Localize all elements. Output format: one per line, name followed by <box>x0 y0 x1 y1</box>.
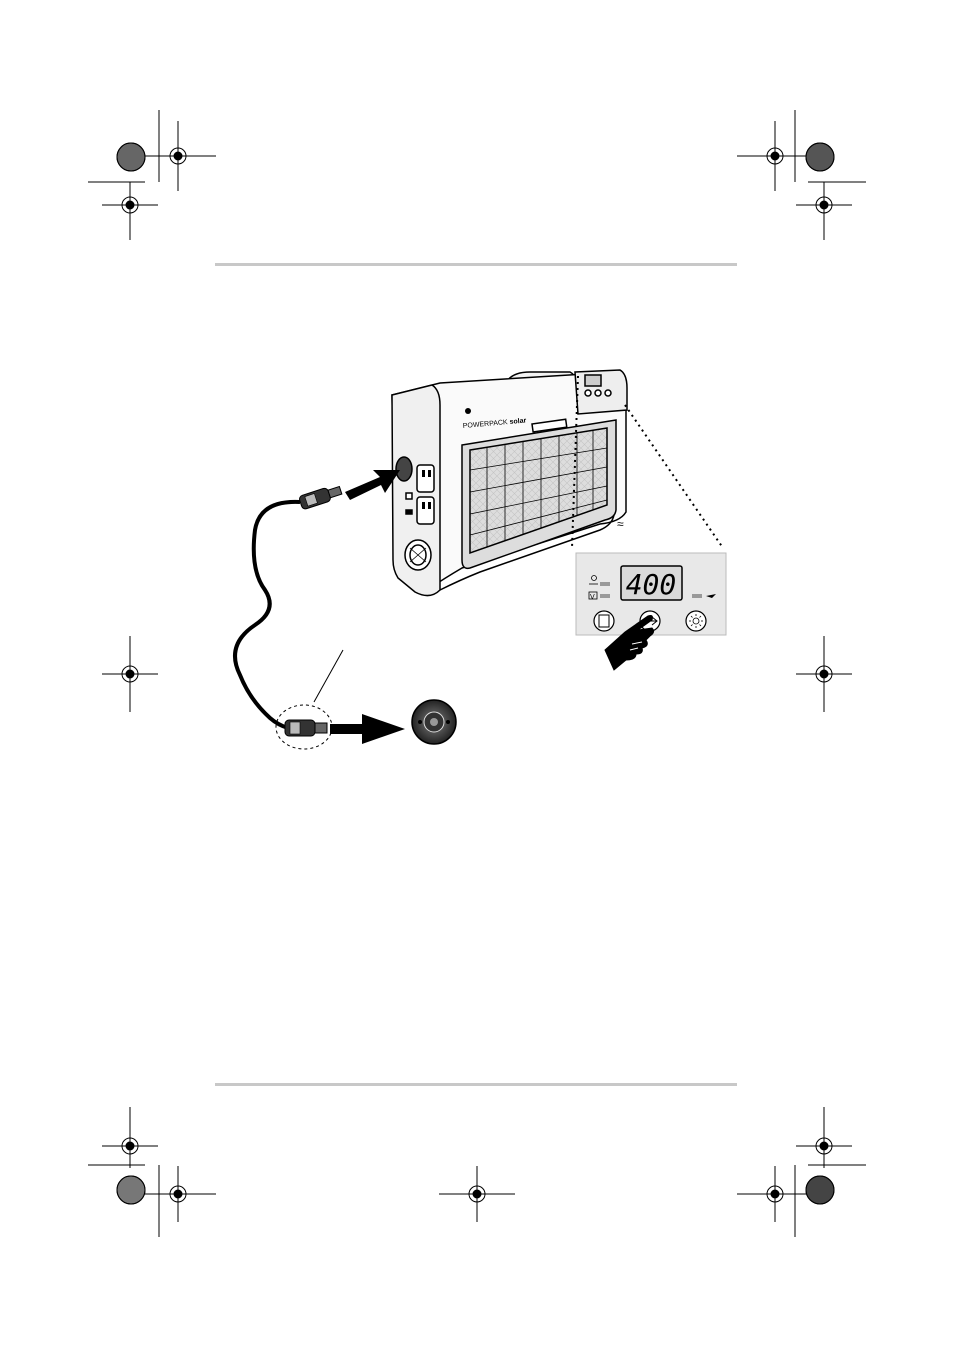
crosshair-target-icon <box>439 1166 515 1222</box>
registration-marks <box>88 110 866 1237</box>
mini-button-icon <box>595 390 601 396</box>
crosshair-target-icon <box>140 1166 216 1222</box>
brand-logo <box>465 408 471 414</box>
fan-grille-icon <box>405 540 431 570</box>
crop-mark-bottom-left <box>88 1107 159 1237</box>
control-panel-callout: 400 V <box>576 553 726 670</box>
dc-socket-icon <box>396 457 412 481</box>
color-star-target-icon <box>117 143 145 171</box>
crosshair-target-icon <box>796 1111 852 1168</box>
lower-dc-plug <box>285 720 327 736</box>
color-star-target-icon <box>806 1176 834 1204</box>
leader-line <box>314 650 343 702</box>
ac-outlet-icon <box>417 465 434 492</box>
battery-indicator-led <box>600 594 610 598</box>
lock-icon <box>406 493 412 499</box>
light-button[interactable] <box>686 611 706 631</box>
crosshair-target-icon <box>796 636 852 712</box>
color-star-target-icon <box>117 1176 145 1204</box>
crop-mark-top-right <box>795 110 866 240</box>
crosshair-target-icon <box>737 1166 813 1222</box>
ac-outlet-icon <box>417 497 434 524</box>
mini-display <box>585 375 601 386</box>
crosshair-target-icon <box>737 121 813 191</box>
crosshair-target-icon <box>102 1111 158 1168</box>
insert-arrow-upper <box>345 470 400 500</box>
wave-mark-icon: ≈ <box>617 517 624 531</box>
charge-indicator-led <box>692 594 702 598</box>
solar-indicator-led <box>600 582 610 586</box>
crosshair-target-icon <box>140 121 216 191</box>
crop-mark-top-left <box>88 110 159 240</box>
usb-port-icon <box>406 510 412 514</box>
crosshair-target-icon <box>102 636 158 712</box>
lcd-readout: 400 <box>626 568 677 601</box>
mini-button-icon <box>605 390 611 396</box>
crosshair-target-icon <box>102 183 158 240</box>
upper-dc-plug <box>299 484 343 510</box>
crosshair-target-icon <box>796 183 852 240</box>
dc-port-icon <box>412 700 456 744</box>
insert-arrow-lower <box>330 714 405 744</box>
mini-button-icon <box>585 390 591 396</box>
dc-cable <box>235 502 300 728</box>
svg-text:V: V <box>590 594 595 601</box>
color-star-target-icon <box>806 143 834 171</box>
ac-outlet-button[interactable] <box>594 611 614 631</box>
crop-mark-bottom-right <box>795 1107 866 1237</box>
